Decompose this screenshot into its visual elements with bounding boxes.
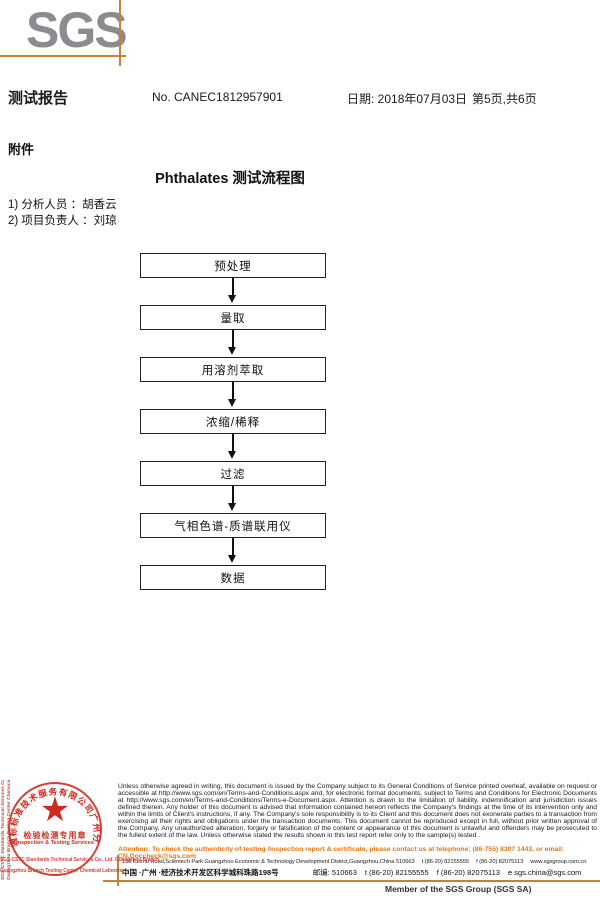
flow-arrow-icon [228, 486, 237, 513]
flow-arrow-icon [228, 538, 237, 565]
address-line-cn: 中国 ·广州 ·经济技术开发区科学城科珠路198号 邮编: 510663 t (86… [122, 867, 598, 878]
project-leader-line: 2) 项目负责人 ：刘琼 [8, 215, 117, 227]
flow-step-data: 数据 [140, 565, 326, 590]
flow-arrow-icon [228, 330, 237, 357]
logo-vertical-rule [119, 0, 121, 66]
report-title: 测试报告 [8, 90, 69, 107]
sgs-member-text: Member of the SGS Group (SGS SA) [385, 884, 532, 894]
flow-step-filter: 过滤 [140, 461, 326, 486]
address-cn-email: e sgs.china@sgs.com [507, 868, 582, 877]
address-cn-fax: f (86-20) 82075113 [436, 868, 500, 877]
flow-arrow-icon [228, 382, 237, 409]
address-cn-street: 中国 ·广州 ·经济技术开发区科学城科珠路198号 [122, 868, 279, 877]
address-line-en: 198 Kezhu Road,Scientech Park Guangzhou … [122, 859, 598, 865]
address-cn-postal: 邮编: 510663 [312, 868, 357, 877]
address-en-street: 198 Kezhu Road,Scientech Park Guangzhou … [122, 859, 415, 865]
left-margin-vertical-text: SGS-CSTC Standards Technical Services Co… [1, 780, 14, 880]
address-en-web: www.sgsgroup.com.cn [530, 859, 587, 865]
page-indicator: 第5页,共6页 [472, 92, 537, 106]
stamp-center-line2: Inspection & Testing Services [16, 840, 94, 846]
stamp-caption-laboratory: Guangzhou Branch Testing Center Chemical… [0, 868, 129, 874]
stamp-center-line1: 检验检测专用章 [23, 831, 87, 840]
logo-horizontal-rule [0, 55, 126, 57]
stamp-arc-text: 通标标准技术服务有限公司广州分公司 [8, 782, 102, 848]
address-en-fax: f (86-20) 82075113 [476, 859, 524, 865]
flow-step-pretreatment: 预处理 [140, 253, 326, 278]
flow-step-gcms: 气相色谱-质谱联用仪 [140, 513, 326, 538]
flowchart-title: Phthalates 测试流程图 [155, 171, 305, 187]
address-cn-tel: t (86-20) 82155555 [364, 868, 429, 877]
stamp-star-icon: ★ [39, 791, 71, 829]
attachment-label: 附件 [8, 142, 35, 157]
footer-horizontal-rule [103, 880, 600, 882]
footer-vertical-rule [117, 855, 119, 886]
flow-arrow-icon [228, 434, 237, 461]
flowchart: 预处理 量取 用溶剂萃取 浓缩/稀释 过滤 气相色谱-质谱联用仪 数据 [140, 253, 326, 590]
flow-step-solvent-extraction: 用溶剂萃取 [140, 357, 326, 382]
address-en-tel: t (86-20) 82155555 [421, 859, 470, 865]
report-date: 日期: 2018年07月03日 [347, 92, 468, 106]
sgs-logo: SGS [26, 2, 128, 58]
flow-step-concentrate-dilute: 浓缩/稀释 [140, 409, 326, 434]
flow-step-measure: 量取 [140, 305, 326, 330]
side-text-laboratory: Guangzhou Branch Testing Center Chemical… [7, 780, 12, 880]
report-number: No. CANEC1812957901 [152, 90, 283, 104]
attention-notice: Attention: To check the authenticity of … [118, 846, 565, 861]
legal-terms-text: Unless otherwise agreed in writing, this… [118, 783, 597, 839]
analyst-line: 1) 分析人员 ：胡香云 [8, 199, 117, 211]
company-stamp-circle [8, 782, 102, 876]
flow-arrow-icon [228, 278, 237, 305]
stamp-caption-company: SGS-CSTC Standards Technical Services Co… [0, 857, 160, 863]
